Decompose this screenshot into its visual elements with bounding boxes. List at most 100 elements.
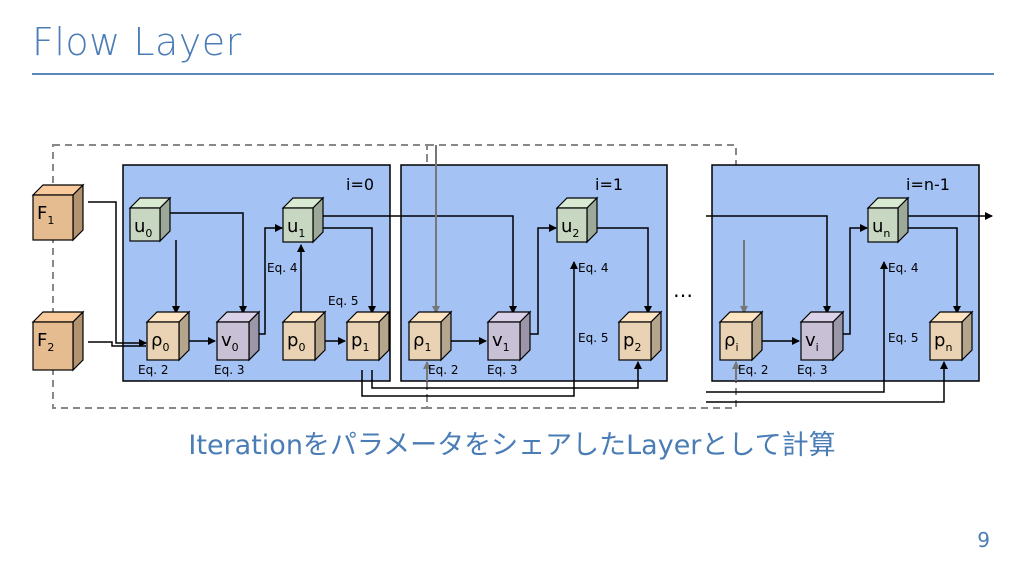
edge-incoming-pn (706, 361, 948, 403)
cube-vi-label-sub: i (816, 341, 819, 354)
cube-f1-side (72, 183, 84, 242)
cube-u1-front (282, 207, 314, 243)
slide-caption: IterationをパラメータをシェアしたLayerとして計算 (188, 430, 836, 461)
cube-rhoi-label-base: ρ (724, 330, 735, 351)
edge-vi-un (842, 224, 868, 335)
cube-pn-label-base: p (934, 330, 945, 351)
cube-v0: v0 (215, 310, 261, 362)
eq2-label-n-1: Eq. 2 (738, 363, 768, 377)
edge-v1-u2 (529, 224, 557, 335)
cube-vi-label: vi (805, 330, 819, 354)
edge-u1-v1 (320, 215, 517, 314)
cube-p0-front (282, 321, 316, 361)
edge-f1-rho0 (88, 201, 147, 347)
cube-u0-label: u0 (134, 216, 152, 240)
cube-v0-front (216, 321, 250, 361)
cube-u1-label: u1 (287, 216, 305, 240)
slide-title: Flow Layer (32, 20, 242, 64)
edge-v0-u1 (258, 224, 283, 335)
cube-un: un (866, 196, 910, 244)
cube-vi-label-base: v (805, 330, 816, 351)
cube-f1-front (32, 194, 74, 241)
eq3-label-0: Eq. 3 (214, 363, 244, 377)
cube-f1-label-sub: 1 (47, 214, 54, 227)
cube-f2-label: F2 (37, 330, 54, 354)
edge-u2-p2 (594, 227, 652, 314)
connectors (88, 201, 993, 403)
cube-p1-label-base: p (351, 330, 362, 351)
edge-un-pn (905, 227, 961, 314)
cube-pn: pn (928, 310, 974, 362)
cube-u0-label-base: u (134, 216, 145, 237)
cube-rho1-label-sub: 1 (424, 341, 431, 354)
cube-v0-label: v0 (221, 330, 239, 354)
cube-rho0-front (146, 321, 180, 361)
cube-u0: u0 (128, 196, 172, 243)
edge-incoming-un (706, 261, 888, 393)
layer-label-n-1: i=n-1 (906, 175, 950, 194)
cube-p2-label: p2 (623, 330, 641, 354)
cube-un-label-sub: n (883, 227, 890, 240)
cube-u1-label-sub: 1 (298, 227, 305, 240)
edge-u1-p1 (320, 227, 376, 314)
cube-rho1-label: ρ1 (413, 330, 431, 354)
cube-v1-label: v1 (492, 330, 510, 354)
cube-v1-label-sub: 1 (503, 341, 510, 354)
cube-pn-label: pn (934, 330, 952, 354)
cube-f2-label-sub: 2 (47, 341, 54, 354)
cube-v0-label-sub: 0 (232, 341, 239, 354)
eq3-label-n-1: Eq. 3 (797, 363, 827, 377)
cube-p2-front (618, 321, 652, 361)
cube-un-label-base: u (872, 216, 883, 237)
shared-param-connectors (423, 145, 748, 381)
cube-rhoi-label-sub: i (735, 341, 738, 354)
title-divider (32, 73, 994, 75)
cube-rho1: ρ1 (407, 310, 453, 362)
edge-incoming-vi (706, 215, 831, 314)
eq2-label-1: Eq. 2 (428, 363, 458, 377)
cube-p0-label-sub: 0 (298, 341, 305, 354)
cube-v0-label-base: v (221, 330, 232, 351)
cube-p1-label: p1 (351, 330, 369, 354)
cube-p0: p0 (281, 310, 327, 362)
cube-pn-label-sub: n (945, 341, 952, 354)
cube-u2-label-base: u (561, 216, 572, 237)
cube-f2-label-base: F (37, 330, 47, 351)
cube-f1-label-base: F (37, 203, 47, 224)
eq5-label-1: Eq. 5 (578, 331, 608, 345)
layer-label-1: i=1 (595, 175, 623, 194)
cube-f2-side (72, 310, 84, 372)
cube-rho1-front (408, 321, 442, 361)
eq2-label-0: Eq. 2 (138, 363, 168, 377)
cube-f2-front (32, 321, 74, 371)
eq4-label-1: Eq. 4 (578, 261, 608, 275)
edge-p1-u2 (361, 261, 578, 397)
cube-p2: p2 (617, 310, 663, 362)
edge-u0-v0 (168, 212, 247, 314)
cube-rho1-label-base: ρ (413, 330, 424, 351)
cube-rhoi: ρi (718, 310, 764, 362)
cube-vi: vi (799, 310, 845, 362)
cube-un-front (867, 207, 899, 243)
cube-u2-label: u2 (561, 216, 579, 240)
cube-rhoi-label: ρi (724, 330, 739, 354)
cube-u1: u1 (281, 196, 325, 244)
cube-vi-front (800, 321, 834, 361)
cube-rho0-label-base: ρ (151, 330, 162, 351)
eq5-label-n-1: Eq. 5 (888, 331, 918, 345)
cube-pn-front (929, 321, 963, 361)
cube-u0-front (129, 207, 161, 242)
cube-v1-label-base: v (492, 330, 503, 351)
cube-un-label: un (872, 216, 890, 240)
edge-f2-rho0 (88, 341, 146, 347)
cube-p2-label-sub: 2 (634, 341, 641, 354)
cube-p1: p1 (345, 310, 391, 362)
cube-rho0-label: ρ0 (151, 330, 169, 354)
cube-p0-label: p0 (287, 330, 305, 354)
cube-u2-label-sub: 2 (572, 227, 579, 240)
cube-u1-label-base: u (287, 216, 298, 237)
edge-p1-p2 (371, 361, 642, 389)
cube-f1: F1 (31, 183, 85, 242)
cube-u2: u2 (555, 196, 599, 244)
